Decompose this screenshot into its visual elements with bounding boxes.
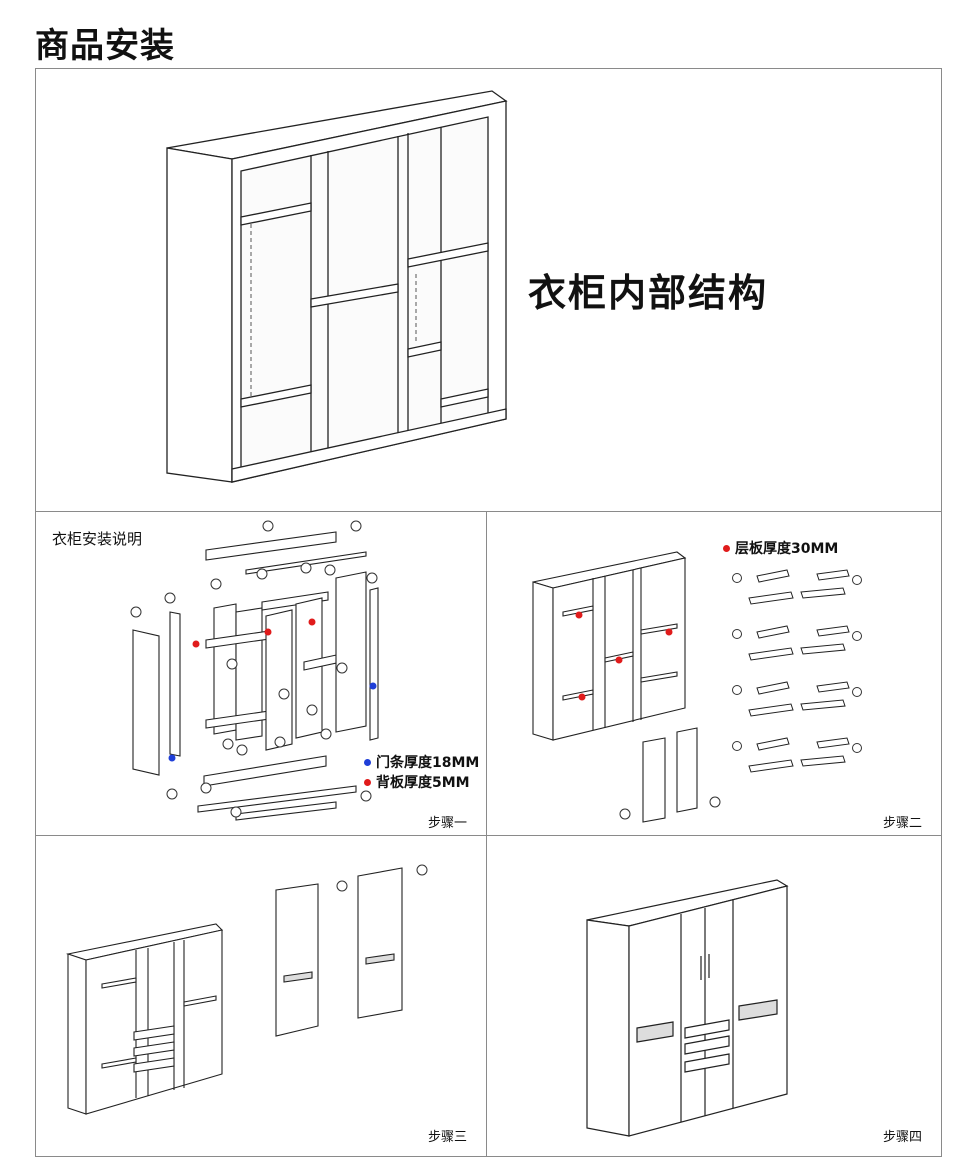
step1-panel: 衣柜安装说明 bbox=[36, 512, 486, 835]
step2-panel: 层板厚度30MM bbox=[487, 512, 941, 835]
structure-panel: 衣柜内部结构 bbox=[36, 69, 941, 511]
divider-vertical bbox=[486, 511, 487, 1157]
step1-heading: 衣柜安装说明 bbox=[52, 530, 143, 548]
step3-panel: 步骤三 bbox=[36, 836, 486, 1156]
step4-label: 步骤四 bbox=[883, 1130, 923, 1145]
legend-dot-red bbox=[723, 544, 730, 552]
structure-caption: 衣柜内部结构 bbox=[528, 271, 769, 315]
divider-horizontal-bottom bbox=[35, 835, 942, 836]
step1-label: 步骤一 bbox=[428, 816, 468, 831]
legend-back-panel: 背板厚度5MM bbox=[364, 772, 470, 792]
legend-shelf: 层板厚度30MM bbox=[723, 538, 838, 558]
instruction-frame bbox=[35, 68, 942, 1157]
divider-horizontal-top bbox=[35, 511, 942, 512]
step4-panel: 步骤四 bbox=[487, 836, 941, 1156]
page-title: 商品安装 bbox=[35, 26, 175, 66]
legend-door-strip-text: 门条厚度18MM bbox=[376, 755, 480, 771]
legend-shelf-text: 层板厚度30MM bbox=[735, 541, 839, 557]
step3-label: 步骤三 bbox=[428, 1130, 468, 1145]
legend-dot-red bbox=[364, 778, 371, 786]
step4-finished-wardrobe bbox=[586, 879, 789, 1137]
legend-dot-blue bbox=[364, 758, 371, 766]
wardrobe-structure-illustration bbox=[166, 90, 508, 483]
step2-assembly-diagram bbox=[532, 551, 862, 823]
step2-label: 步骤二 bbox=[883, 816, 923, 831]
step1-exploded-diagram bbox=[130, 520, 379, 821]
legend-door-strip: 门条厚度18MM bbox=[364, 752, 479, 772]
legend-back-panel-text: 背板厚度5MM bbox=[376, 775, 470, 791]
step3-door-diagram bbox=[65, 864, 428, 1115]
